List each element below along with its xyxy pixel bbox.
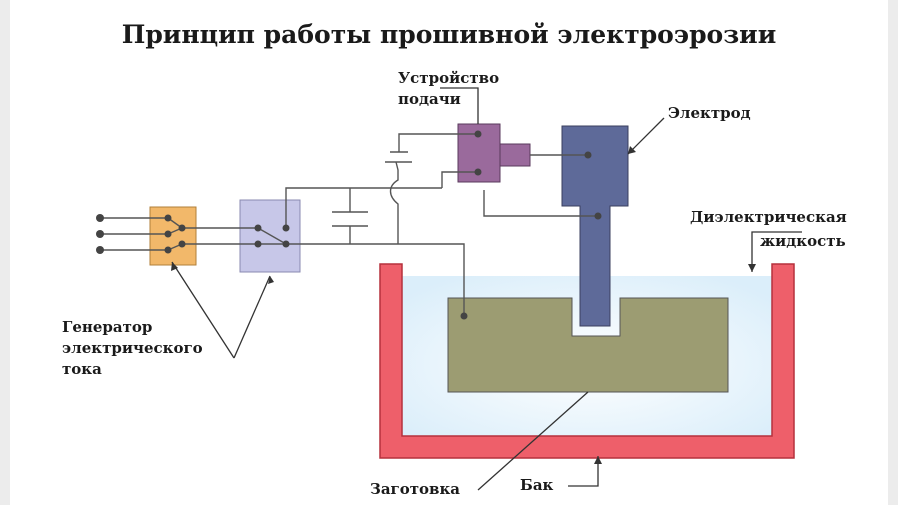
generator-box-right xyxy=(239,199,301,273)
label-electrode: Электрод xyxy=(668,104,751,122)
label-feed-device-2: подачи xyxy=(398,90,461,108)
feed-device-shaft xyxy=(499,143,531,167)
left-frame-edge xyxy=(0,0,10,505)
wiring xyxy=(100,133,598,316)
label-dielectric-1: Диэлектрическая xyxy=(690,208,847,226)
label-tank: Бак xyxy=(520,476,554,494)
label-dielectric-2: жидкость xyxy=(760,232,846,250)
leader-lines xyxy=(171,87,802,491)
label-generator-3: тока xyxy=(62,360,102,378)
label-generator-1: Генератор xyxy=(62,318,152,336)
diagram-title: Принцип работы прошивной электроэрозии xyxy=(121,20,777,49)
terminals xyxy=(96,130,602,320)
label-feed-device-1: Устройство xyxy=(398,69,499,87)
label-generator-2: электрического xyxy=(62,339,203,357)
tank xyxy=(379,263,795,459)
leader-arrowheads xyxy=(171,146,756,464)
right-frame-edge xyxy=(888,0,898,505)
label-workpiece: Заготовка xyxy=(370,480,460,498)
generator-box-left xyxy=(149,206,197,266)
electrode xyxy=(561,125,629,327)
workpiece xyxy=(447,297,729,393)
